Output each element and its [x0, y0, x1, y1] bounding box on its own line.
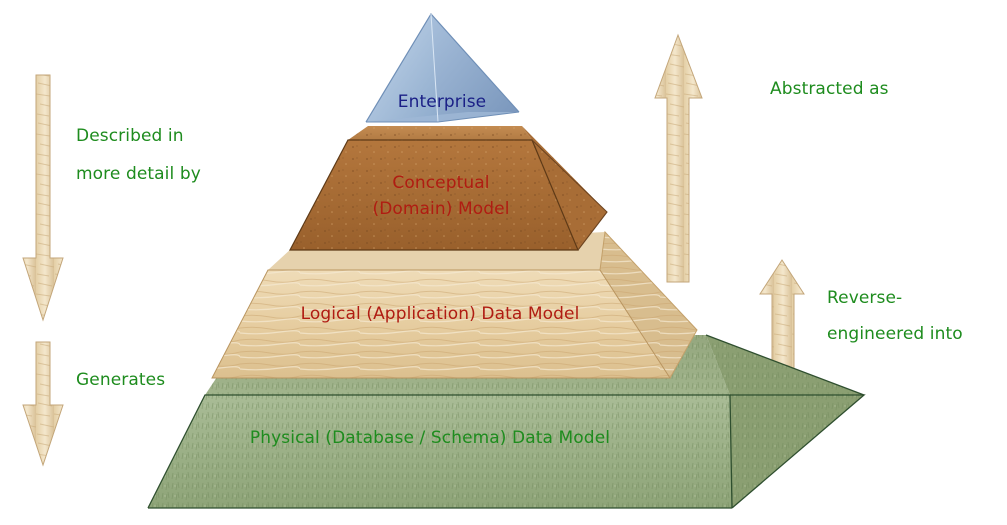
conceptual-layer: [289, 126, 608, 251]
generates-label: Generates: [76, 370, 166, 390]
physical-label: Physical (Database / Schema) Data Model: [249, 428, 611, 448]
described-label-line1: Described in: [76, 126, 184, 146]
abstracted-label: Abstracted as: [770, 79, 889, 99]
left-down-arrow-long: [22, 74, 64, 322]
logical-layer: [211, 230, 698, 379]
enterprise-label: Enterprise: [397, 92, 487, 112]
described-label-line2: more detail by: [76, 164, 201, 184]
right-up-arrow-long: [654, 33, 703, 283]
conceptual-label-line2: (Domain) Model: [372, 199, 510, 219]
conceptual-label-line1: Conceptual: [392, 173, 490, 193]
left-down-arrow-short: [22, 341, 64, 467]
reverse-label-line1: Reverse-: [827, 288, 903, 308]
reverse-label-line2: engineered into: [827, 324, 963, 344]
logical-label: Logical (Application) Data Model: [300, 304, 580, 324]
enterprise-layer: [365, 12, 520, 123]
